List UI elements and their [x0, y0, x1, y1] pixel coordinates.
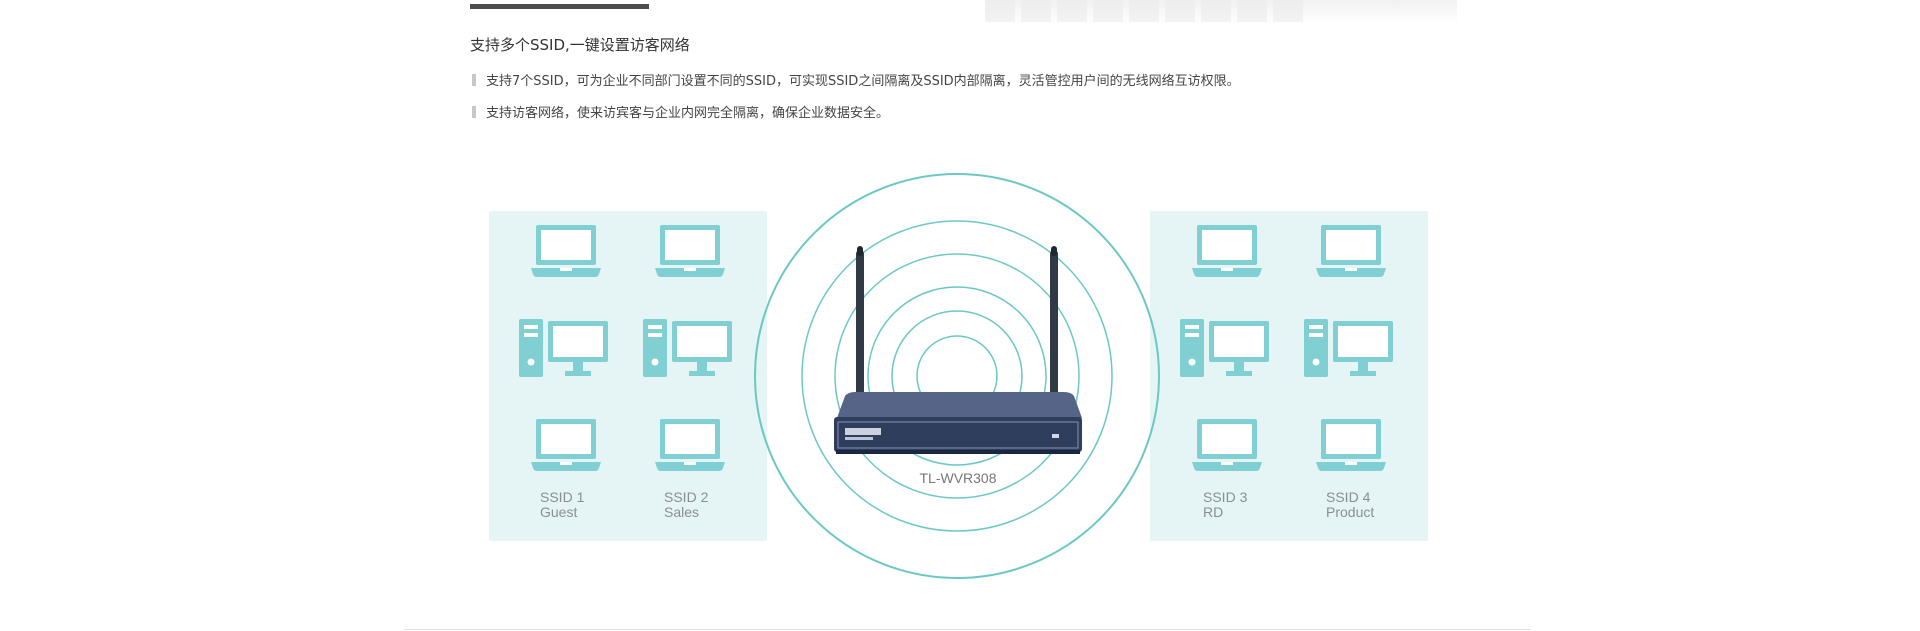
- ssid-group: Sales: [664, 504, 700, 520]
- feature-item-text: 支持7个SSID，可为企业不同部门设置不同的SSID，可实现SSID之间隔离及S…: [486, 74, 1240, 89]
- section-underline: [470, 4, 649, 9]
- bullet-marker: [472, 106, 476, 118]
- ssid-name: SSID 2: [664, 489, 709, 505]
- feature-item: 支持7个SSID，可为企业不同部门设置不同的SSID，可实现SSID之间隔离及S…: [472, 70, 1240, 89]
- ssid-group: Guest: [540, 504, 578, 520]
- wireless-router-icon: [834, 246, 1082, 454]
- feature-title: 支持多个SSID,一键设置访客网络: [470, 36, 690, 54]
- ssid-name: SSID 3: [1203, 489, 1248, 505]
- section-divider: [404, 629, 1531, 630]
- ssid-label: SSID 2 Sales: [664, 490, 708, 520]
- laptop-icon: [653, 418, 727, 474]
- feature-item: 支持访客网络，使来访宾客与企业内网完全隔离，确保企业数据安全。: [472, 102, 889, 121]
- ssid-label: SSID 3 RD: [1203, 490, 1247, 520]
- ssid-group: RD: [1203, 504, 1224, 520]
- wireless-signal-rings: [754, 173, 1160, 579]
- desktop-computer-icon: [1180, 318, 1270, 378]
- laptop-icon: [529, 418, 603, 474]
- router-model-label: TL-WVR308: [919, 470, 997, 486]
- desktop-computer-icon: [519, 318, 609, 378]
- ssid-group: Product: [1326, 504, 1375, 520]
- feature-item-text: 支持访客网络，使来访宾客与企业内网完全隔离，确保企业数据安全。: [486, 106, 890, 121]
- desktop-computer-icon: [1304, 318, 1394, 378]
- laptop-icon: [1190, 418, 1264, 474]
- ssid-label: SSID 4 Product: [1326, 490, 1374, 520]
- laptop-icon: [653, 224, 727, 280]
- ssid-name: SSID 4: [1326, 489, 1371, 505]
- bullet-marker: [472, 74, 476, 86]
- laptop-icon: [1314, 418, 1388, 474]
- image-strip-fade: [985, 0, 1457, 24]
- ssid-label: SSID 1 Guest: [540, 490, 584, 520]
- ssid-name: SSID 1: [540, 489, 585, 505]
- laptop-icon: [529, 224, 603, 280]
- laptop-icon: [1314, 224, 1388, 280]
- desktop-computer-icon: [643, 318, 733, 378]
- laptop-icon: [1190, 224, 1264, 280]
